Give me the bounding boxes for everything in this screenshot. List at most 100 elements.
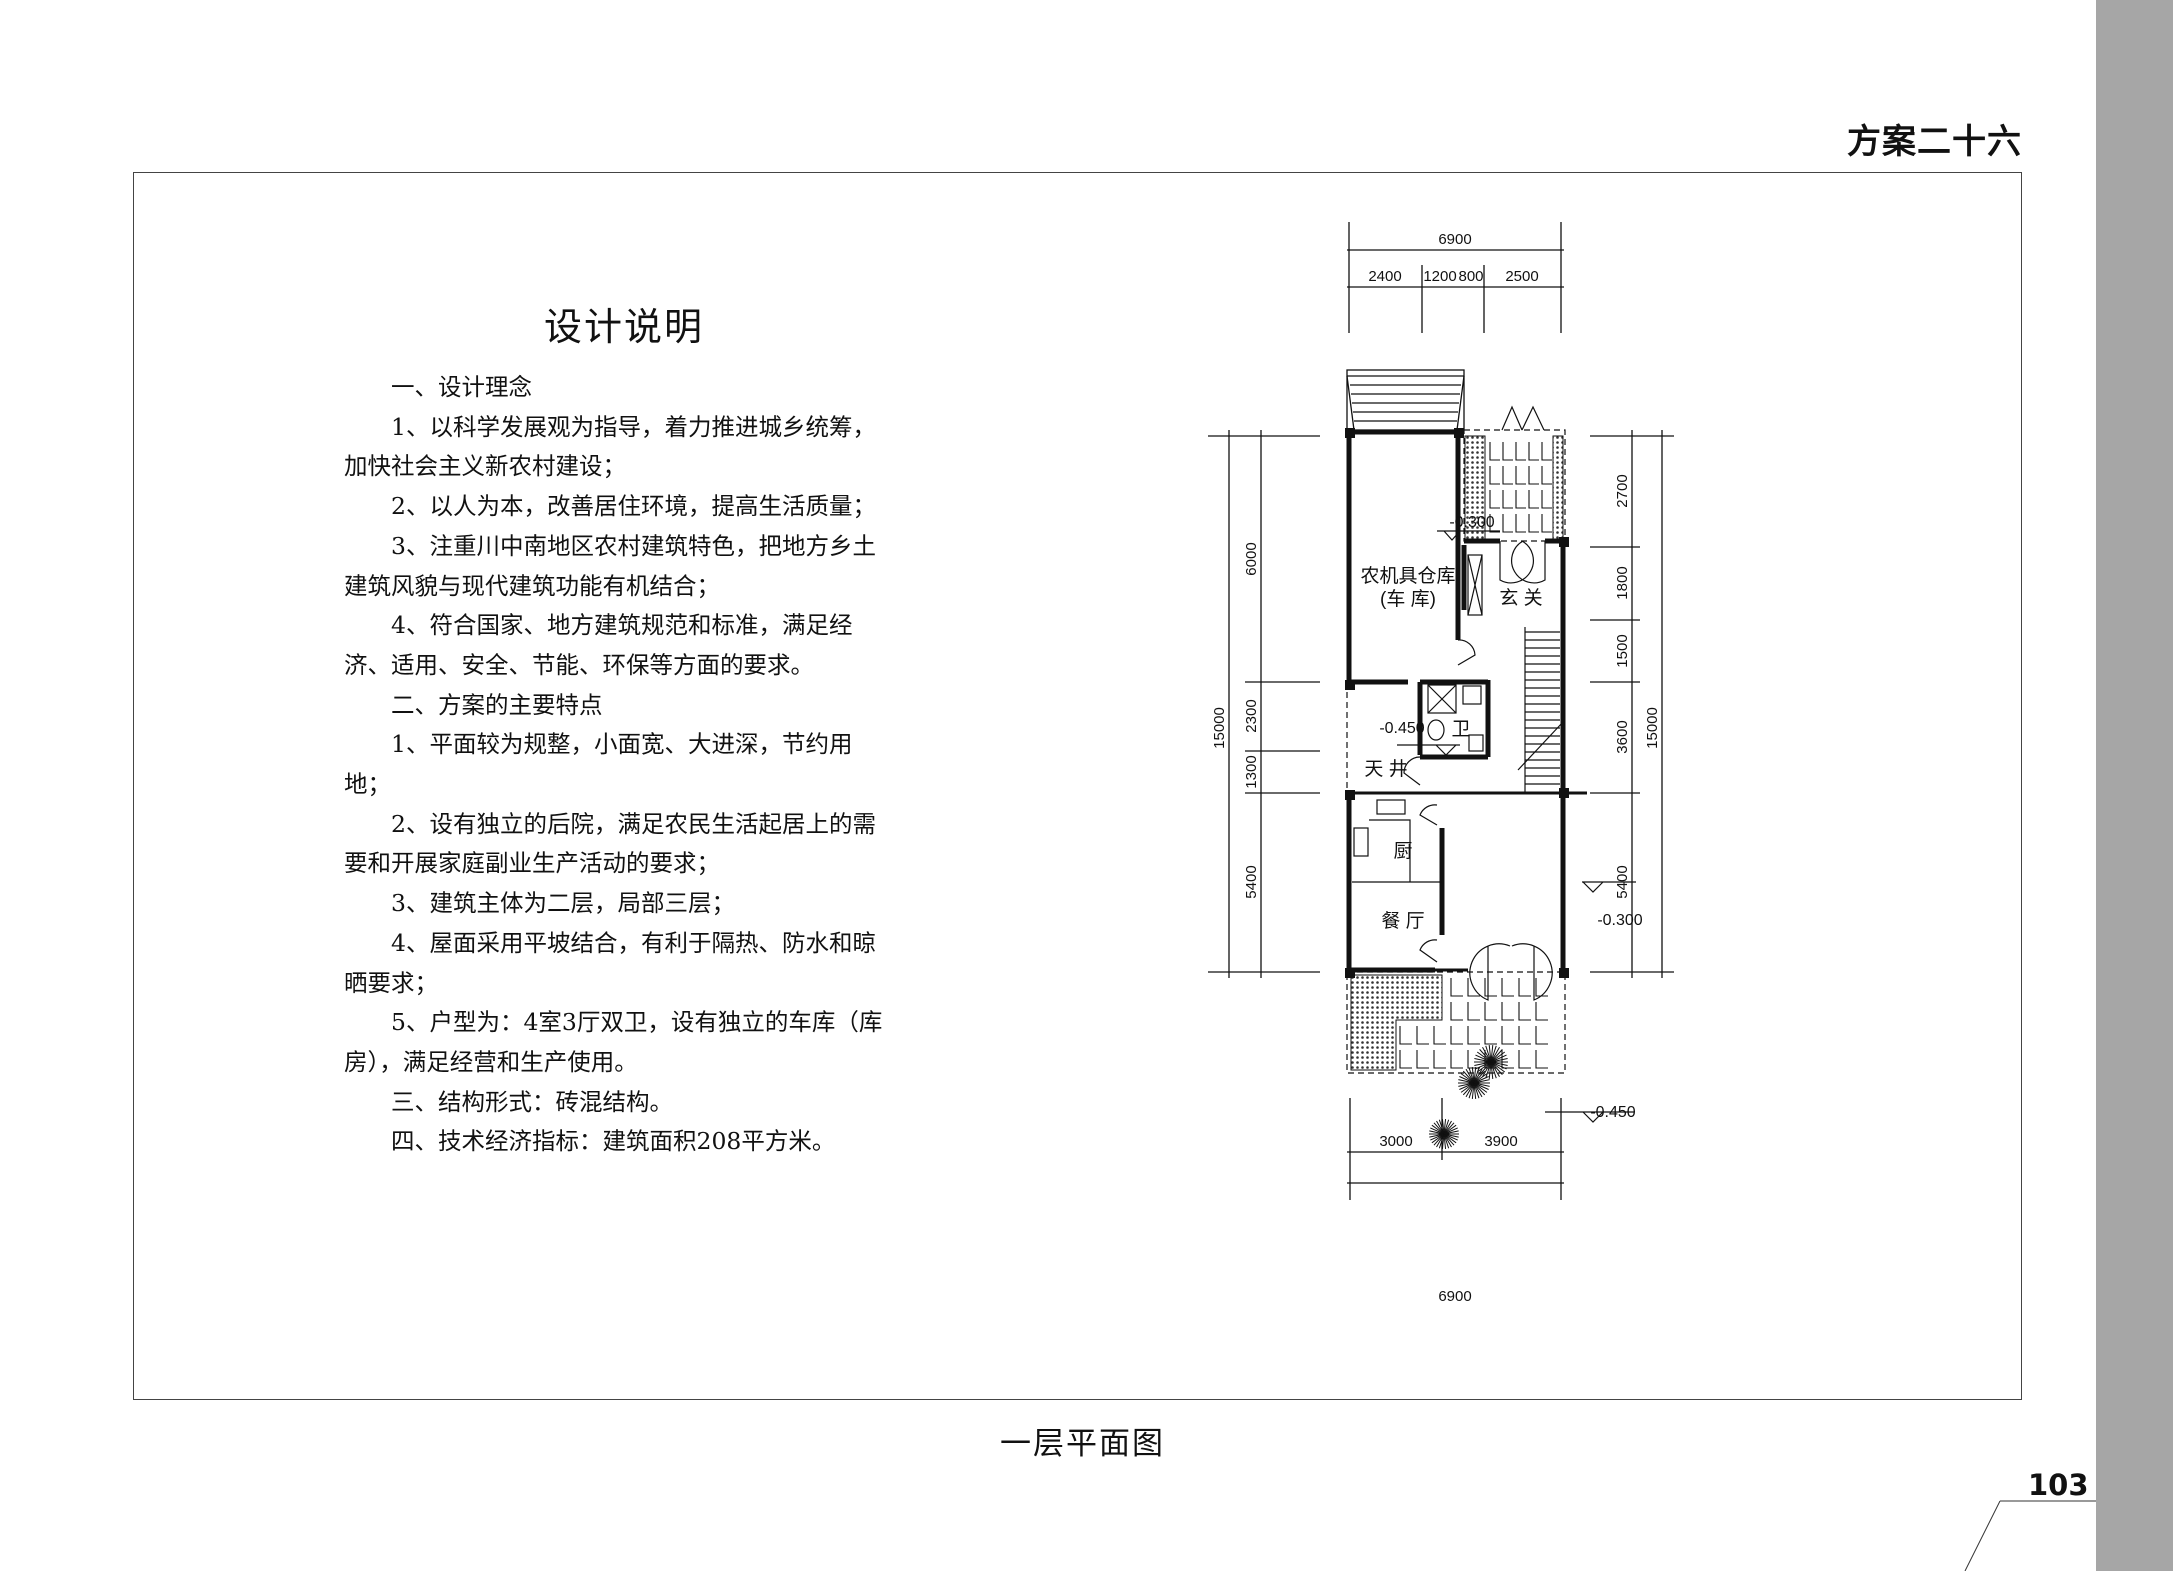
floor-tile [1515, 466, 1526, 485]
floor-tile [1399, 1026, 1412, 1045]
tree-icon [1490, 1061, 1507, 1070]
design-notes-line: 三、结构形式：砖混结构。 [391, 1087, 673, 1116]
tree-icon [1485, 1061, 1492, 1079]
floor-tile [1535, 1026, 1548, 1045]
tree-icon [1443, 1122, 1455, 1135]
tree-icon [1438, 1133, 1445, 1149]
dimension-lines [1208, 222, 1674, 1200]
tree-icon [1443, 1120, 1452, 1135]
tree-icon [1458, 1079, 1475, 1084]
floor-tile [1484, 1002, 1497, 1021]
tree-icon [1473, 1073, 1488, 1084]
design-notes-line: 四、技术经济指标：建筑面积208平方米。 [391, 1127, 836, 1156]
tree-icon [1431, 1133, 1445, 1144]
tree-icon [1459, 1076, 1475, 1084]
dim-left-total: 15000 [1211, 707, 1228, 749]
dim-right-total: 15000 [1644, 707, 1661, 749]
tree-icon [1485, 1045, 1492, 1063]
floor-tile [1467, 1026, 1480, 1045]
floor-tile [1489, 514, 1500, 533]
floor-tile [1433, 1050, 1446, 1069]
room-courtyard: 天 井 [1364, 758, 1407, 780]
tree-icon [1429, 1133, 1445, 1138]
floor-tile [1502, 442, 1513, 461]
room-garage-sub: (车 库) [1380, 588, 1436, 610]
tree-icon [1468, 1082, 1475, 1099]
staircase [1524, 627, 1560, 792]
tree-icons [1429, 1045, 1508, 1149]
floor-tile [1528, 490, 1539, 509]
dim-left-part: 6000 [1243, 542, 1260, 575]
tree-icon [1429, 1130, 1445, 1135]
tree-icon [1438, 1119, 1445, 1135]
design-notes-line: 房），满足经营和生产使用。 [344, 1047, 638, 1076]
tree-icon [1490, 1061, 1494, 1079]
scheme-title: 方案二十六 [1847, 122, 2022, 162]
tree-icon [1430, 1133, 1445, 1141]
tree-icon [1468, 1067, 1475, 1084]
design-notes-line: 加快社会主义新农村建设； [344, 452, 626, 481]
dim-bottom-total: 6900 [1438, 1288, 1471, 1305]
tree-icon [1443, 1127, 1458, 1135]
tree-icon [1473, 1070, 1486, 1084]
floor-tile [1541, 514, 1552, 533]
floor-tile [1528, 514, 1539, 533]
tree-icon [1474, 1057, 1492, 1063]
tree-icon [1460, 1082, 1475, 1093]
dim-left-part: 1300 [1243, 755, 1260, 788]
design-notes-line: 2、设有独立的后院，满足农民生活起居上的需 [391, 809, 876, 838]
dim-top-total: 6900 [1438, 231, 1471, 248]
design-notes-line: 建筑风貌与现代建筑功能有机结合； [344, 571, 720, 600]
structural-columns [1345, 428, 1569, 978]
tree-icon [1474, 1061, 1492, 1067]
tree-icon [1471, 1082, 1475, 1099]
dim-top-part: 2500 [1505, 268, 1538, 285]
level-living: -0.300 [1597, 912, 1642, 929]
floor-tile [1535, 1002, 1548, 1021]
tree-icon [1475, 1054, 1492, 1063]
design-notes-line: 3、注重川中南地区农村建筑特色，把地方乡土 [391, 531, 876, 560]
tree-icon [1490, 1054, 1507, 1063]
tree-icon [1473, 1076, 1489, 1084]
tree-icon [1462, 1082, 1475, 1096]
paving-hatch [1350, 435, 1564, 1071]
dim-bottom-part: 3000 [1379, 1133, 1412, 1150]
floor-tile [1501, 978, 1514, 997]
tree-icon [1473, 1067, 1477, 1084]
tree-icon [1476, 1061, 1492, 1073]
floor-tile [1528, 466, 1539, 485]
floor-tile [1399, 1050, 1412, 1069]
dim-left-part: 5400 [1243, 865, 1260, 898]
design-notes-line: 要和开展家庭副业生产活动的要求； [344, 849, 720, 878]
design-notes-line: 1、以科学发展观为指导，着力推进城乡统筹， [391, 412, 876, 441]
room-labels: 农机具仓库 (车 库) 玄 关 天 井 卫 厨 餐 厅 [1360, 565, 1542, 932]
tree-icon [1490, 1047, 1500, 1063]
floor-tile [1501, 1050, 1514, 1069]
tree-icon [1443, 1119, 1447, 1135]
tree-icon [1490, 1045, 1494, 1063]
tree-icon [1479, 1061, 1492, 1075]
tree-icon [1482, 1047, 1492, 1063]
dim-left-part: 2300 [1243, 699, 1260, 732]
tree-icon [1443, 1133, 1450, 1149]
tree-icon [1473, 1082, 1488, 1093]
floor-tile [1541, 442, 1552, 461]
tree-icon [1443, 1133, 1447, 1149]
level-labels: -0.300 -0.450 -0.300 -0.450 [1379, 514, 1642, 1121]
tree-icon [1490, 1057, 1508, 1063]
floor-tile [1518, 978, 1531, 997]
tree-icon [1473, 1082, 1489, 1090]
design-notes-line: 一、设计理念 [391, 373, 532, 401]
floor-tile [1515, 442, 1526, 461]
floor-tile [1501, 1002, 1514, 1021]
floor-tile [1489, 490, 1500, 509]
floor-tile [1450, 1050, 1463, 1069]
floor-tile [1515, 490, 1526, 509]
tree-icon [1460, 1073, 1475, 1084]
tree-icon [1473, 1082, 1483, 1098]
floor-tile [1501, 1026, 1514, 1045]
design-notes-line: 4、屋面采用平坡结合，有利于隔热、防水和晾 [391, 928, 876, 957]
design-notes-line: 1、平面较为规整，小面宽、大进深，节约用 [391, 730, 853, 759]
floor-tile [1467, 1002, 1480, 1021]
